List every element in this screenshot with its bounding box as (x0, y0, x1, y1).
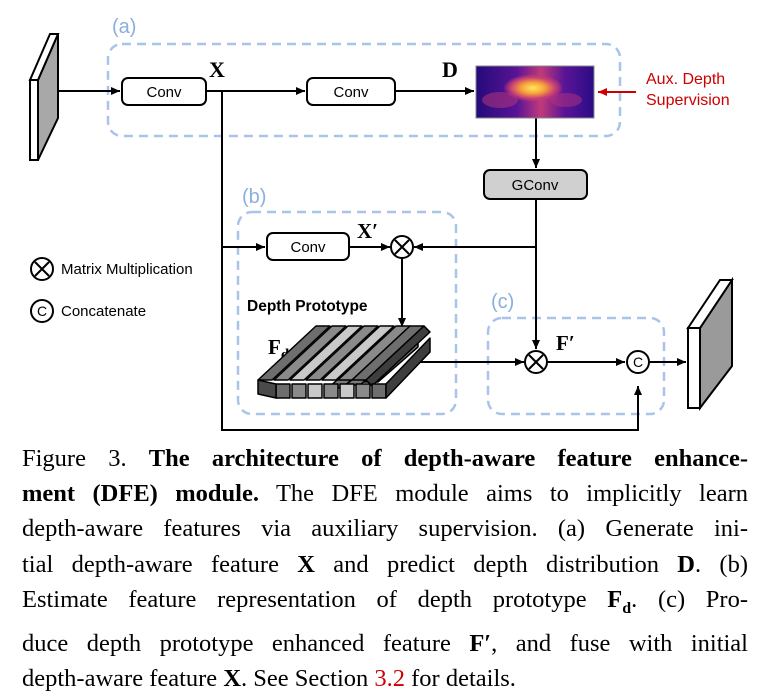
figure-caption: Figure 3. The architecture of depth-awar… (22, 441, 748, 696)
legend-matrix-label: Matrix Multiplication (61, 261, 193, 278)
caption-math-f-sub: d (622, 599, 632, 617)
caption-text-4b: and predict depth distribution (314, 550, 678, 578)
symbol-d: D (442, 57, 458, 82)
caption-fig-label: Figure 3. (22, 445, 149, 472)
symbol-x-prime: X′ (357, 219, 378, 243)
input-feature-map (28, 33, 60, 161)
section-ref-link[interactable]: 3.2 (374, 665, 406, 693)
caption-text-5b: . (c) Pro- (631, 585, 748, 613)
caption-line-4: tial depth-aware feature X and predict d… (22, 547, 748, 582)
caption-text-7c: for details. (405, 665, 516, 693)
caption-math-d: D (677, 550, 695, 578)
connections (58, 87, 686, 431)
conv-block-3 (266, 232, 350, 261)
caption-line-5: Estimate feature representation of depth… (22, 582, 748, 626)
region-b-box (236, 210, 458, 416)
legend-matrix-symbol (30, 257, 54, 281)
matrix-mult-operator-b (390, 235, 414, 259)
legend-concat-label: Concatenate (61, 303, 146, 320)
gconv-block-label: GConv (512, 177, 559, 194)
caption-text-2: The DFE module aims to implicitly learn (258, 480, 748, 508)
caption-line-1: Figure 3. The architecture of depth-awar… (22, 441, 748, 476)
aux-label-line2: Supervision (646, 92, 730, 109)
caption-text-6a: duce depth prototype enhanced feature (22, 629, 470, 657)
conv-block-1-label: Conv (146, 84, 182, 101)
svg-text:C: C (633, 354, 643, 370)
depth-prototype-stack (257, 325, 431, 399)
caption-title-1: The architecture of depth-aware feature … (148, 445, 748, 472)
matrix-mult-operator-c (524, 350, 548, 374)
caption-math-f-prime: F′ (469, 629, 492, 657)
caption-line-6: duce depth prototype enhanced feature F′… (22, 626, 748, 661)
concat-operator: C (626, 350, 650, 374)
caption-text-4a: tial depth-aware feature (22, 550, 298, 578)
caption-line-7: depth-aware feature X. See Section 3.2 f… (22, 661, 748, 696)
caption-line-3: depth-aware features via auxiliary super… (22, 515, 748, 543)
depth-map-image (475, 65, 595, 119)
caption-text-6b: , and fuse with initial (491, 629, 748, 657)
caption-math-x: X (297, 550, 315, 578)
caption-text-5a: Estimate feature representation of depth… (22, 585, 608, 613)
caption-text-7a: depth-aware feature (22, 665, 224, 693)
conv-block-3-label: Conv (290, 239, 326, 256)
caption-text-7b: . See Section (241, 665, 375, 693)
gconv-block (483, 169, 588, 200)
conv-block-2-label: Conv (333, 84, 369, 101)
dfe-architecture-diagram: (a) (b) (c) Conv Conv Conv GConv (28, 16, 734, 431)
region-b-label: (b) (242, 186, 266, 208)
caption-title-2: ment (DFE) module. (22, 480, 259, 508)
region-c-box (486, 316, 666, 416)
depth-prototype-label: Depth Prototype (247, 298, 368, 315)
region-a-label: (a) (112, 16, 136, 38)
output-feature-map (686, 276, 734, 411)
legend-concat-symbol: C (30, 299, 54, 323)
svg-text:C: C (37, 303, 47, 319)
region-c-label: (c) (491, 291, 514, 313)
symbol-x: X (209, 57, 225, 82)
caption-text-4c: . (b) (695, 550, 748, 578)
caption-math-x-2: X (223, 665, 242, 693)
aux-label-line1: Aux. Depth (646, 71, 725, 88)
conv-block-1 (121, 77, 207, 106)
conv-block-2 (306, 77, 396, 106)
caption-line-2: ment (DFE) module. The DFE module aims t… (22, 476, 748, 511)
caption-math-f: F (607, 585, 623, 613)
symbol-f-prime: F′ (556, 331, 575, 355)
